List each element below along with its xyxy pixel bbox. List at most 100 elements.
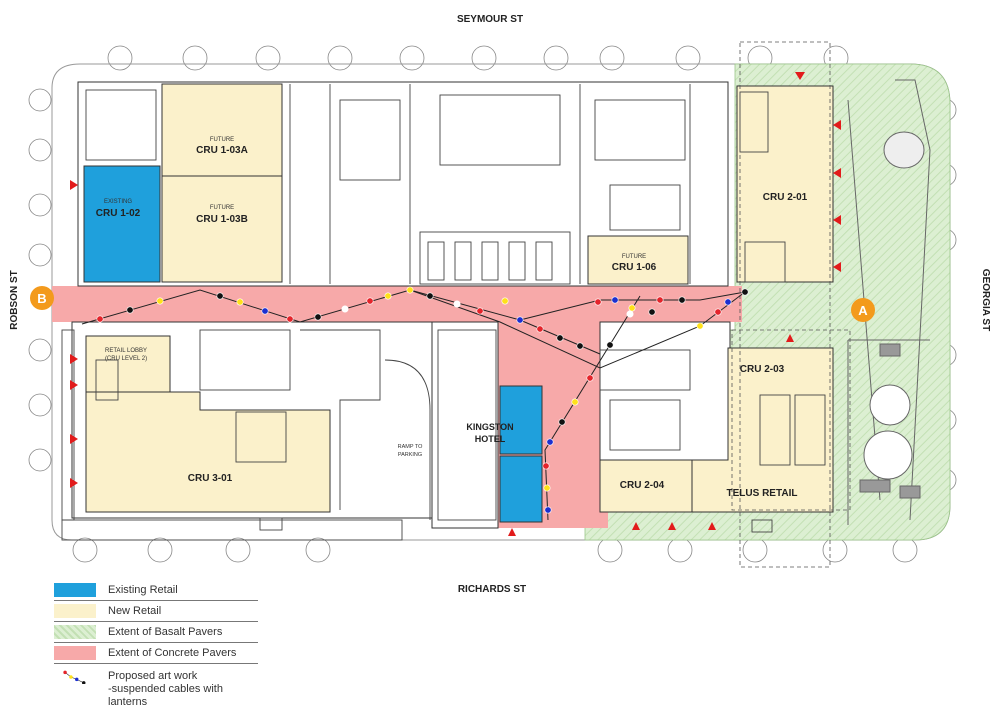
lantern [236,298,244,306]
entrance-arrows [70,72,841,536]
ramp-label-2: PARKING [398,452,422,458]
lantern [406,286,414,294]
entrance-arrow [70,478,78,488]
legend-item-new-retail: New Retail [54,601,258,622]
cru-1-03a-prefix: FUTURE [210,137,234,143]
lantern [656,296,664,304]
lantern [542,462,550,470]
legend-swatch-existing-retail [54,583,96,597]
trees [28,45,957,563]
entrance-arrow [508,528,516,536]
cru-2-03-area [691,347,834,513]
lantern [126,306,134,314]
cru-2-03-label: CRU 2-03 [740,364,785,375]
lantern [453,300,461,308]
cru-1-02-label: CRU 1-02 [96,208,141,219]
lantern [626,310,634,318]
lantern [571,398,579,406]
legend-label-art-2: -suspended cables with lanterns [108,683,223,708]
tree [471,45,497,71]
street-label-north: SEYMOUR ST [457,14,523,25]
lantern [696,322,704,330]
lantern [594,298,602,306]
entrance-arrow [833,215,841,225]
tree [28,393,52,417]
entrance-arrow [70,180,78,190]
lantern [384,292,392,300]
lantern [366,297,374,305]
lantern [741,288,749,296]
tree [597,537,623,563]
lantern [501,297,509,305]
tree [599,45,625,71]
marker-b: B [30,286,54,310]
lantern [556,334,564,342]
kingston-hotel-label-1: KINGSTON [466,422,513,432]
tree [182,45,208,71]
entrance-arrow [833,262,841,272]
legend-item-existing-retail: Existing Retail [54,580,258,601]
entrance-arrow [795,72,805,80]
tree [305,537,331,563]
lantern [586,374,594,382]
tree [28,138,52,162]
lantern [678,296,686,304]
lantern [543,484,551,492]
telus-retail-label: TELUS RETAIL [727,488,798,499]
cru-1-02-area [83,165,161,283]
entrance-arrow [632,522,640,530]
lantern [576,342,584,350]
entrance-arrow [668,522,676,530]
lantern [724,298,732,306]
ramp-label-1: RAMP TO [398,444,423,450]
marker-a: A [851,298,875,322]
tree [28,88,52,112]
cru-1-03a-label: CRU 1-03A [196,145,248,156]
cru-2-04-label: CRU 2-04 [620,480,665,491]
tree [72,537,98,563]
kingston-retail-b [499,455,543,523]
tree [28,193,52,217]
cru-3-01-label: CRU 3-01 [188,473,233,484]
retail-lobby-sublabel: (CRU LEVEL 2) [105,356,147,362]
lantern [341,305,349,313]
tree [28,338,52,362]
tree [28,448,52,472]
entrance-arrow [708,522,716,530]
legend-item-art: Proposed art work -suspended cables with… [54,664,258,709]
plaza-features [847,79,931,525]
cru-1-06-area [587,235,689,285]
lantern [544,506,552,514]
entrance-arrow [70,434,78,444]
legend-swatch-lanterns [63,670,86,684]
street-label-west: ROBSON ST [9,270,20,329]
lantern [536,325,544,333]
cru-1-03a-area [161,83,283,177]
cru-1-06-label: CRU 1-06 [612,262,657,273]
lantern [216,292,224,300]
lantern [648,308,656,316]
legend: Existing Retail New Retail Extent of Bas… [54,580,258,709]
lantern [286,315,294,323]
street-label-east: GEORGIA ST [980,269,991,331]
tree [28,243,52,267]
legend-item-concrete: Extent of Concrete Pavers [54,643,258,664]
lantern [314,313,322,321]
legend-item-basalt: Extent of Basalt Pavers [54,622,258,643]
marker-b-label: B [37,291,46,306]
new-retail-spaces [85,83,834,513]
entrance-arrow [70,380,78,390]
lantern [426,292,434,300]
existing-retail-spaces [83,165,543,523]
legend-label-concrete: Extent of Concrete Pavers [108,647,237,659]
lanterns [96,286,749,514]
legend-label-new-retail: New Retail [108,605,162,617]
kingston-hotel-label-2: HOTEL [475,434,506,444]
tree [225,537,251,563]
entrance-arrow [833,168,841,178]
legend-swatch-concrete [54,646,96,660]
cru-1-03b-label: CRU 1-03B [196,214,248,225]
kingston-retail-a [499,385,543,455]
lantern [476,307,484,315]
